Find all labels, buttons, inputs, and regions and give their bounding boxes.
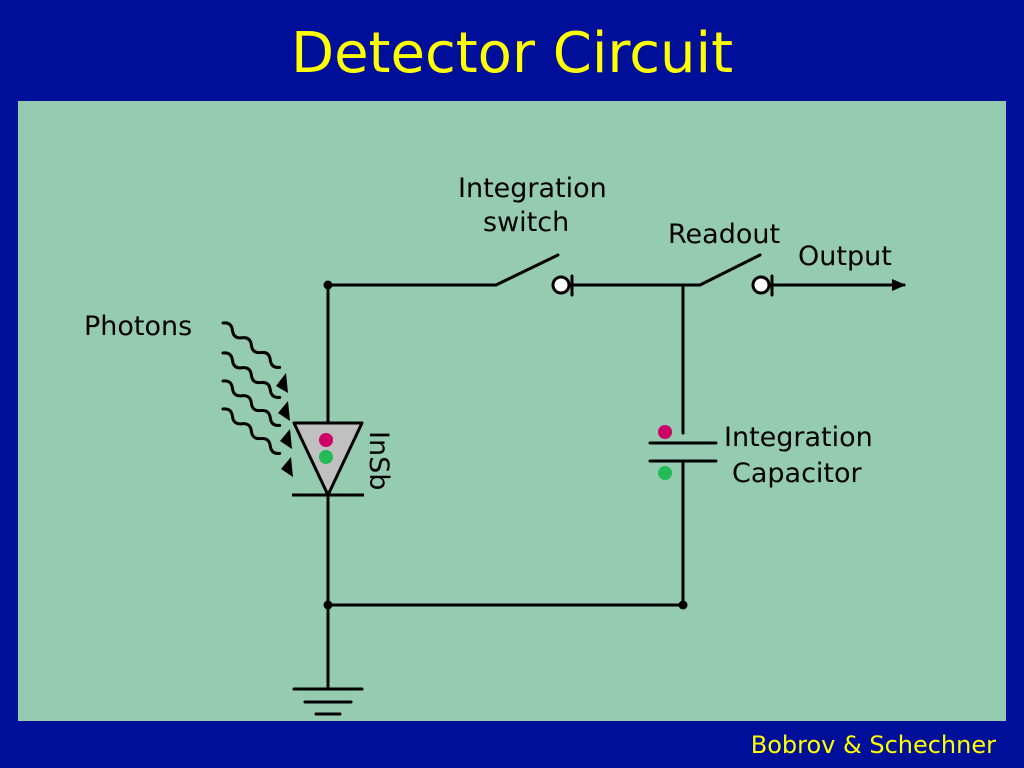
photon-wave-4 [221, 407, 282, 455]
photon-wave-3 [221, 379, 282, 427]
integration-switch-blade [494, 253, 560, 287]
photon-wave-2 [221, 351, 282, 399]
readout-switch-contact [751, 275, 771, 295]
slide-title: Detector Circuit [290, 21, 734, 86]
photon-arrowhead-2 [278, 401, 290, 421]
junction-dot-bottom-left [323, 600, 333, 610]
junction-dot-top-left [323, 280, 333, 290]
photon-arrowhead-3 [280, 429, 292, 449]
photon-wave-1 [221, 321, 282, 369]
readout-switch-blade [698, 253, 762, 287]
capacitor-label-line1: Integration [724, 422, 873, 453]
capacitor-positive-charge-icon [658, 425, 672, 439]
capacitor-negative-charge-icon [658, 466, 672, 480]
integration-switch-label-line1: Integration [458, 173, 607, 204]
footer-credit: Bobrov & Schechner [750, 731, 996, 759]
diode-negative-charge-icon [319, 450, 333, 464]
insb-label: InSb [363, 431, 394, 490]
photon-arrowheads [276, 373, 293, 477]
detector-circuit-diagram: Integration switch Readout Output Photon… [84, 173, 906, 716]
photons-label: Photons [84, 311, 192, 342]
junction-dot-bottom-right [678, 600, 688, 610]
capacitor-label-line2: Capacitor [732, 458, 863, 489]
output-label: Output [798, 241, 892, 272]
photon-arrowhead-4 [281, 457, 293, 477]
integration-switch-label-line2: switch [483, 207, 569, 238]
photon-arrowhead-1 [276, 373, 288, 393]
integration-switch-contact [551, 275, 571, 295]
readout-label: Readout [668, 219, 780, 250]
diode-positive-charge-icon [319, 433, 333, 447]
diagram-panel: Integration switch Readout Output Photon… [18, 101, 1006, 721]
